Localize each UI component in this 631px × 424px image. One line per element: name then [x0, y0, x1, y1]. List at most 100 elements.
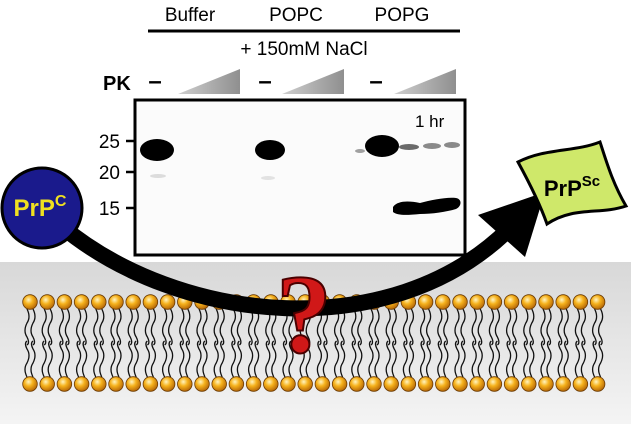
lipid-tail-lower: [597, 340, 604, 378]
lipid-tail-lower: [305, 340, 311, 378]
lipid-head-upper: [73, 294, 90, 310]
lipid-tail-lower: [58, 340, 65, 378]
gel-band-popg-digested: [393, 197, 461, 215]
pk-label: PK: [103, 73, 131, 95]
lipid-tail-lower: [322, 340, 329, 378]
gel-band-popg-faint-2: [423, 143, 441, 149]
lipid-tail-lower: [443, 340, 449, 378]
lipid-tail-upper: [116, 308, 122, 346]
lipid-tail-lower: [81, 340, 88, 378]
lipid-tail-lower: [167, 340, 174, 378]
lipid-head-upper: [503, 294, 520, 310]
lipid-tail-lower: [288, 340, 294, 378]
lipid-head-lower: [280, 376, 296, 392]
lipid-head-lower: [108, 376, 124, 392]
membrane-band: [0, 262, 631, 424]
lipid-tail-upper: [247, 308, 254, 346]
lipid-head-lower: [211, 376, 227, 392]
lipid-tail-upper: [368, 308, 374, 346]
western-blot-gel: [133, 98, 467, 257]
lipid-head-lower: [125, 376, 141, 392]
lipid-tail-upper: [150, 308, 157, 346]
lipid-head-lower: [417, 376, 434, 392]
lipid-head-lower: [521, 376, 537, 392]
lipid-tail-lower: [454, 340, 460, 378]
lipid-tail-lower: [236, 340, 243, 378]
lipid-tail-upper: [374, 308, 380, 346]
condition-label-popg: POPG: [375, 5, 430, 26]
lipid-tail-lower: [339, 340, 346, 378]
prpsc-label-base: PrP: [544, 176, 582, 201]
lipid-tail-upper: [127, 308, 133, 346]
gel-band-popg-full: [365, 135, 399, 157]
lipid-tail-lower: [144, 340, 151, 378]
lipid-tail-lower: [391, 340, 397, 378]
lipid-tail-upper: [488, 308, 495, 346]
lipid-tail-upper: [505, 308, 512, 346]
gel-band-popg-faint-3: [444, 142, 460, 148]
lipid-tail-lower: [213, 340, 219, 378]
lipid-tail-upper: [64, 308, 71, 346]
lipid-tail-upper: [557, 308, 563, 346]
lipid-tail-lower: [202, 340, 208, 378]
marker-label-15: 15: [99, 199, 120, 220]
lipid-tail-upper: [230, 308, 237, 346]
lipid-head-lower: [245, 376, 262, 392]
lipid-tail-lower: [357, 340, 363, 378]
lipid-head-lower: [400, 376, 417, 392]
lipid-head-upper: [91, 294, 107, 310]
gel-band-buffer-trace: [150, 174, 166, 178]
lipid-tail-lower: [282, 340, 288, 378]
pk-minus-popg: –: [369, 68, 382, 95]
lipid-tail-lower: [546, 340, 552, 378]
lipid-tail-upper: [30, 308, 36, 346]
salt-label: + 150mM NaCl: [240, 39, 367, 60]
lipid-head-upper: [159, 294, 176, 310]
lipid-tail-lower: [196, 340, 202, 378]
lipid-tail-upper: [305, 308, 311, 346]
marker-label-25: 25: [99, 132, 120, 153]
lipid-tail-upper: [47, 308, 53, 346]
lipid-tail-upper: [471, 308, 477, 346]
lipid-tail-lower: [471, 340, 477, 378]
marker-label-20: 20: [99, 163, 120, 184]
question-mark: ?: [276, 253, 332, 377]
lipid-tail-lower: [529, 340, 535, 378]
lipid-head-lower: [572, 376, 589, 392]
lipid-tail-lower: [591, 340, 598, 378]
lipid-tail-lower: [247, 340, 254, 378]
condition-label-popc: POPC: [269, 5, 323, 26]
pk-minus-popc: –: [258, 68, 271, 95]
lipid-tail-upper: [477, 308, 483, 346]
lipid-tail-lower: [133, 340, 139, 378]
lipid-head-upper: [142, 294, 159, 310]
lipid-head-upper: [538, 294, 554, 310]
lipid-tail-upper: [419, 308, 426, 346]
lipid-tail-lower: [460, 340, 466, 378]
lipid-tail-upper: [236, 308, 243, 346]
lipid-tail-upper: [574, 308, 581, 346]
lipid-head-upper: [521, 294, 537, 310]
lipid-tail-upper: [563, 308, 569, 346]
lipid-head-lower: [263, 376, 279, 392]
lipid-tail-upper: [454, 308, 460, 346]
prpsc-label: PrPSc: [544, 173, 600, 201]
lipid-tail-upper: [597, 308, 604, 346]
lipid-tail-lower: [116, 340, 122, 378]
prpc-protein-circle: [0, 166, 84, 250]
lipid-tail-upper: [357, 308, 363, 346]
lipid-tail-upper: [288, 308, 294, 346]
lipid-tail-upper: [271, 308, 277, 346]
lipid-tail-upper: [219, 308, 225, 346]
gel-band-popg-faint-4: [355, 149, 365, 153]
lipid-tail-upper: [196, 308, 202, 346]
lipid-head-lower: [503, 376, 520, 392]
lipid-tail-upper: [591, 308, 598, 346]
lipid-head-upper: [452, 294, 468, 310]
lipid-tail-lower: [437, 340, 443, 378]
lipid-head-lower: [435, 376, 451, 392]
gel-band-popc-trace: [261, 176, 275, 180]
prpc-label-base: PrP: [14, 195, 55, 222]
lipid-tail-upper: [385, 308, 391, 346]
pk-gradient-wedge-buffer: [178, 69, 240, 94]
